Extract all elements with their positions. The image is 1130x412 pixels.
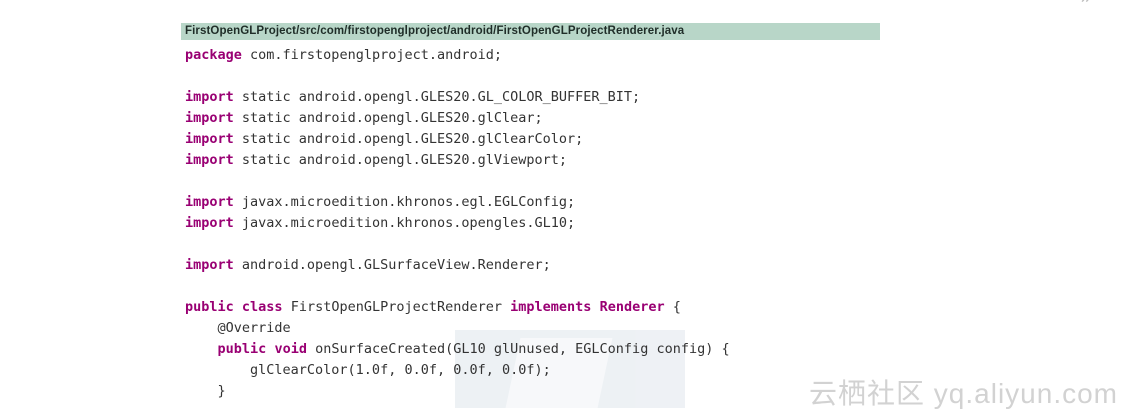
code-line (185, 234, 880, 255)
code-line: public class FirstOpenGLProjectRenderer … (185, 297, 880, 318)
code-token-keyword: class (241, 299, 283, 315)
code-line: import static android.opengl.GLES20.glCl… (185, 129, 880, 150)
code-token-plain: onSurfaceCreated(GL10 glUnused, EGLConfi… (306, 341, 730, 357)
code-token-plain: FirstOpenGLProjectRenderer (282, 299, 511, 315)
code-token-plain: static android.opengl.GLES20.glClear; (233, 110, 543, 126)
code-line: } (185, 381, 880, 402)
code-token-keyword: import (185, 110, 234, 126)
code-block: package com.firstopenglproject.android; … (185, 45, 880, 402)
code-token-plain: glClearColor(1.0f, 0.0f, 0.0f, 0.0f); (185, 362, 551, 378)
code-token-keyword: import (185, 131, 234, 147)
code-token-plain: { (664, 299, 681, 315)
code-token-keyword: Renderer (599, 299, 665, 315)
code-token-keyword: import (185, 89, 234, 105)
code-line: import android.opengl.GLSurfaceView.Rend… (185, 255, 880, 276)
code-line: import static android.opengl.GLES20.glCl… (185, 108, 880, 129)
code-line (185, 276, 880, 297)
code-line: import javax.microedition.khronos.opengl… (185, 213, 880, 234)
code-token-plain (234, 299, 242, 315)
code-token-plain: javax.microedition.khronos.egl.EGLConfig… (233, 194, 576, 210)
code-token-plain: android.opengl.GLSurfaceView.Renderer; (233, 257, 551, 273)
code-token-keyword: import (185, 215, 234, 231)
code-token-keyword: import (185, 194, 234, 210)
code-token-plain: static android.opengl.GLES20.glClearColo… (233, 131, 584, 147)
code-line: @Override (185, 318, 880, 339)
code-line: import javax.microedition.khronos.egl.EG… (185, 192, 880, 213)
code-token-plain: @Override (185, 320, 291, 336)
code-token-plain: } (185, 383, 226, 399)
code-token-keyword: public (217, 341, 267, 357)
code-line: import static android.opengl.GLES20.glVi… (185, 150, 880, 171)
code-token-keyword: public (185, 299, 234, 315)
code-token-plain: static android.opengl.GLES20.GL_COLOR_BU… (233, 89, 641, 105)
code-line: public void onSurfaceCreated(GL10 glUnus… (185, 339, 880, 360)
code-line: import static android.opengl.GLES20.GL_C… (185, 87, 880, 108)
code-token-keyword: implements (510, 299, 592, 315)
code-token-plain: static android.opengl.GLES20.glViewport; (233, 152, 568, 168)
code-token-plain: javax.microedition.khronos.opengles.GL10… (233, 215, 576, 231)
site-watermark: 云栖社区 yq.aliyun.com (809, 378, 1118, 409)
file-path-header: FirstOpenGLProject/src/com/firstopenglpr… (181, 23, 880, 40)
code-token-keyword: import (185, 152, 234, 168)
code-line (185, 171, 880, 192)
code-snippet: FirstOpenGLProject/src/com/firstopenglpr… (181, 23, 880, 402)
code-token-keyword: package (185, 47, 242, 63)
code-token-plain (185, 341, 218, 357)
code-token-plain: com.firstopenglproject.android; (241, 47, 502, 63)
code-token-keyword: import (185, 257, 234, 273)
code-line: glClearColor(1.0f, 0.0f, 0.0f, 0.0f); (185, 360, 880, 381)
code-token-keyword: void (274, 341, 307, 357)
code-token-plain (591, 299, 599, 315)
code-line (185, 66, 880, 87)
image-watermark (455, 330, 685, 408)
code-line: package com.firstopenglproject.android; (185, 45, 880, 66)
quote-mark: ” (1080, 0, 1092, 19)
